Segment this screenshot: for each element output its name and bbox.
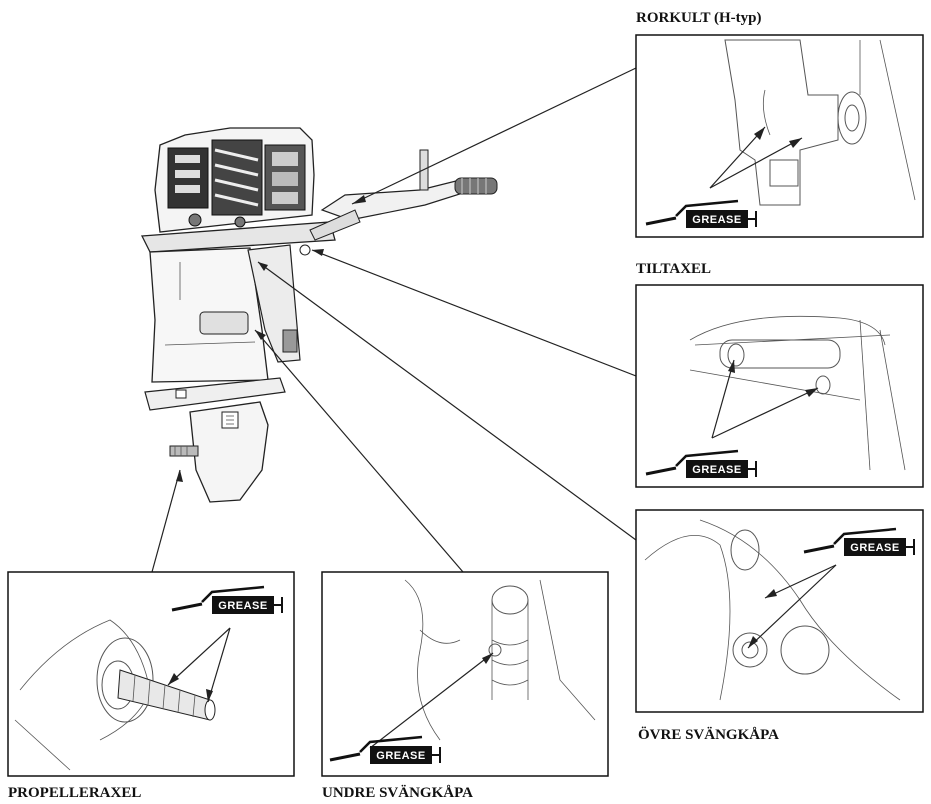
label-ovre-svangkapa: ÖVRE SVÄNGKÅPA: [638, 726, 779, 743]
grease-label-ovre: GREASE: [850, 542, 899, 554]
outboard-motor-drawing: [140, 127, 498, 503]
label-propelleraxel: PROPELLERAXEL: [8, 785, 141, 801]
label-undre-svangkapa: UNDRE SVÄNGKÅPA: [322, 785, 473, 801]
grease-label-propeller: GREASE: [218, 600, 267, 612]
grease-gun-icon: GREASE: [171, 585, 283, 614]
label-rorkult: RORKULT (H-typ): [636, 10, 761, 26]
panel-rorkult: [635, 34, 924, 238]
grease-gun-icon: GREASE: [645, 199, 757, 228]
grease-label-tiltaxel: GREASE: [692, 464, 741, 476]
grease-label-undre: GREASE: [376, 750, 425, 762]
grease-gun-icon: GREASE: [803, 527, 915, 556]
label-tiltaxel: TILTAXEL: [636, 261, 711, 277]
leader-lines: [151, 67, 637, 573]
panel-tiltaxel: [635, 284, 924, 488]
grease-label-rorkult: GREASE: [692, 214, 741, 226]
grease-gun-icon: GREASE: [645, 449, 757, 478]
grease-gun-icon: GREASE: [329, 735, 441, 764]
